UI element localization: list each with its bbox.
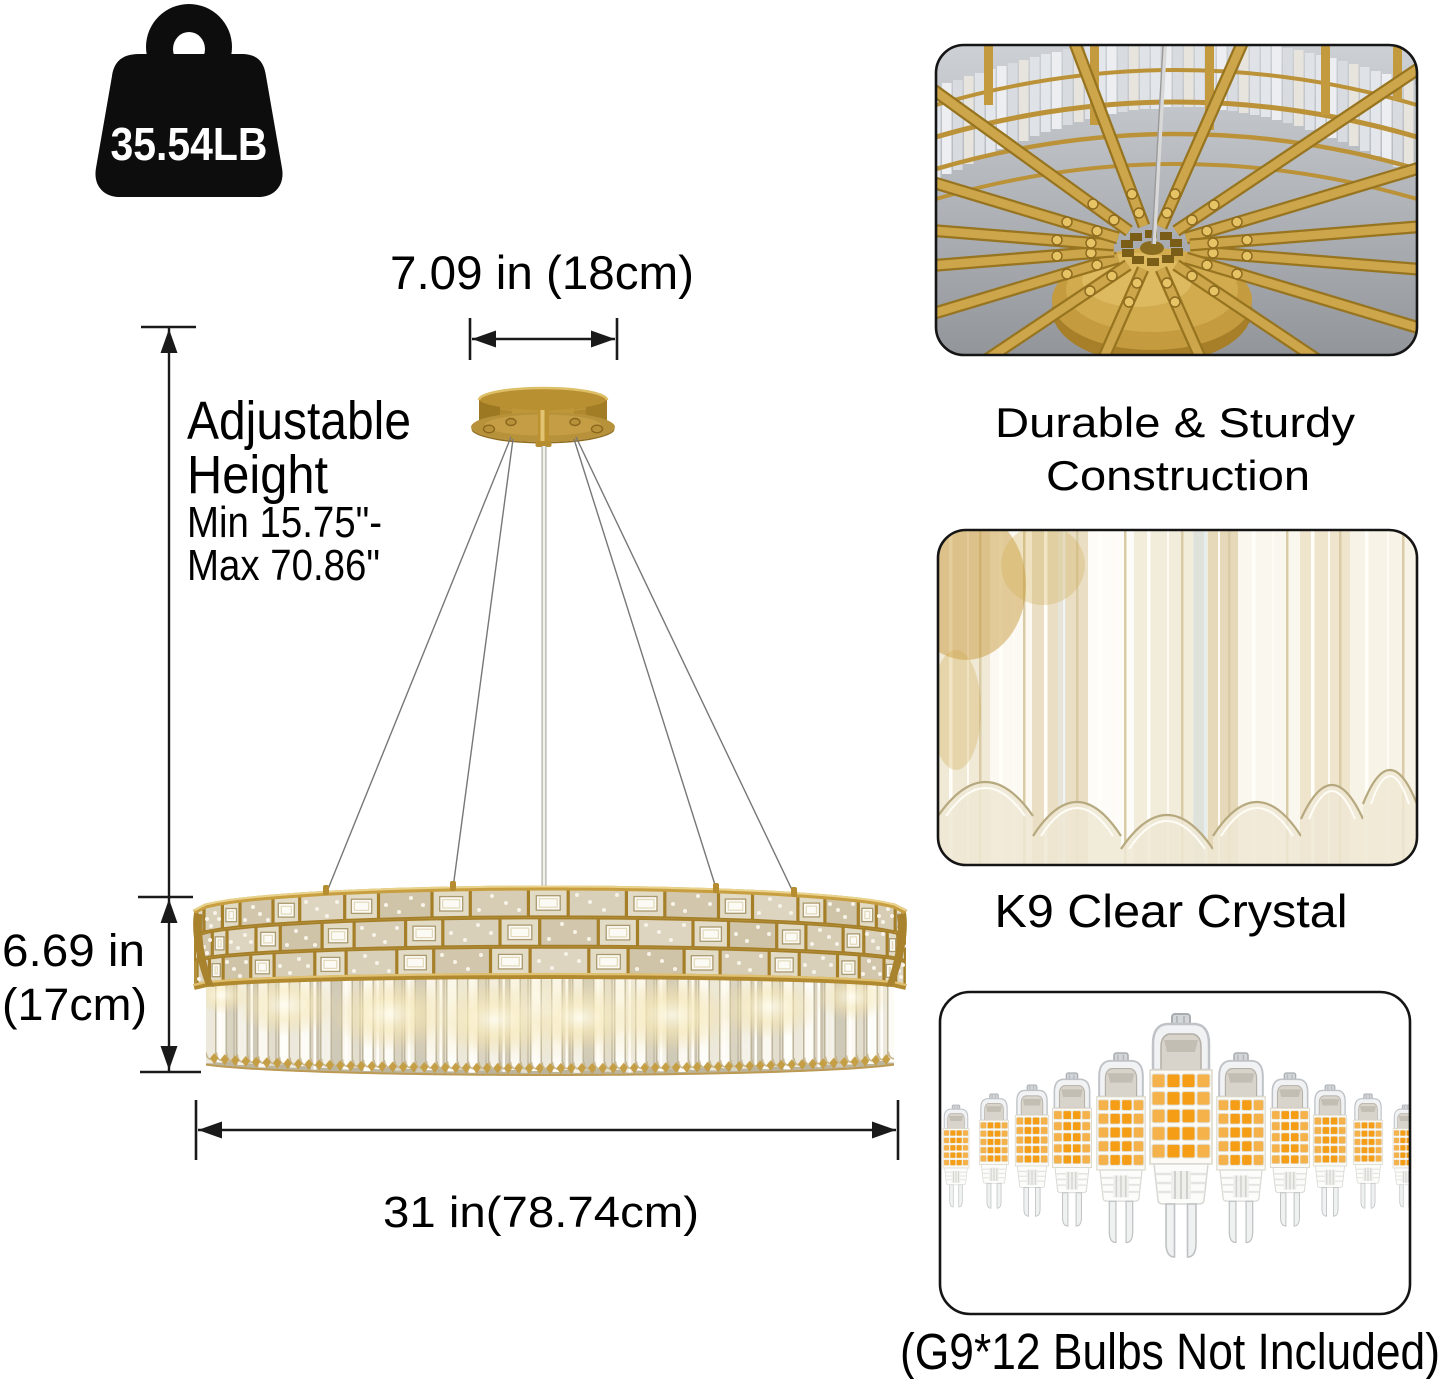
svg-text:7.09 in (18cm): 7.09 in (18cm)	[390, 246, 694, 299]
svg-text:Min 15.75"-: Min 15.75"-	[187, 498, 382, 547]
svg-text:31 in(78.74cm): 31 in(78.74cm)	[383, 1188, 699, 1237]
svg-text:Durable & Sturdy: Durable & Sturdy	[995, 399, 1355, 446]
svg-text:Max 70.86": Max 70.86"	[187, 541, 380, 590]
svg-text:K9 Clear Crystal: K9 Clear Crystal	[995, 885, 1348, 937]
svg-text:(G9*12 Bulbs Not Included): (G9*12 Bulbs Not Included)	[900, 1323, 1440, 1379]
svg-text:Height: Height	[187, 445, 328, 505]
svg-text:35.54LB: 35.54LB	[111, 118, 268, 170]
svg-text:(17cm): (17cm)	[2, 979, 147, 1030]
svg-text:Adjustable: Adjustable	[187, 391, 411, 451]
svg-text:Construction: Construction	[1046, 452, 1310, 499]
svg-text:6.69 in: 6.69 in	[2, 925, 145, 976]
